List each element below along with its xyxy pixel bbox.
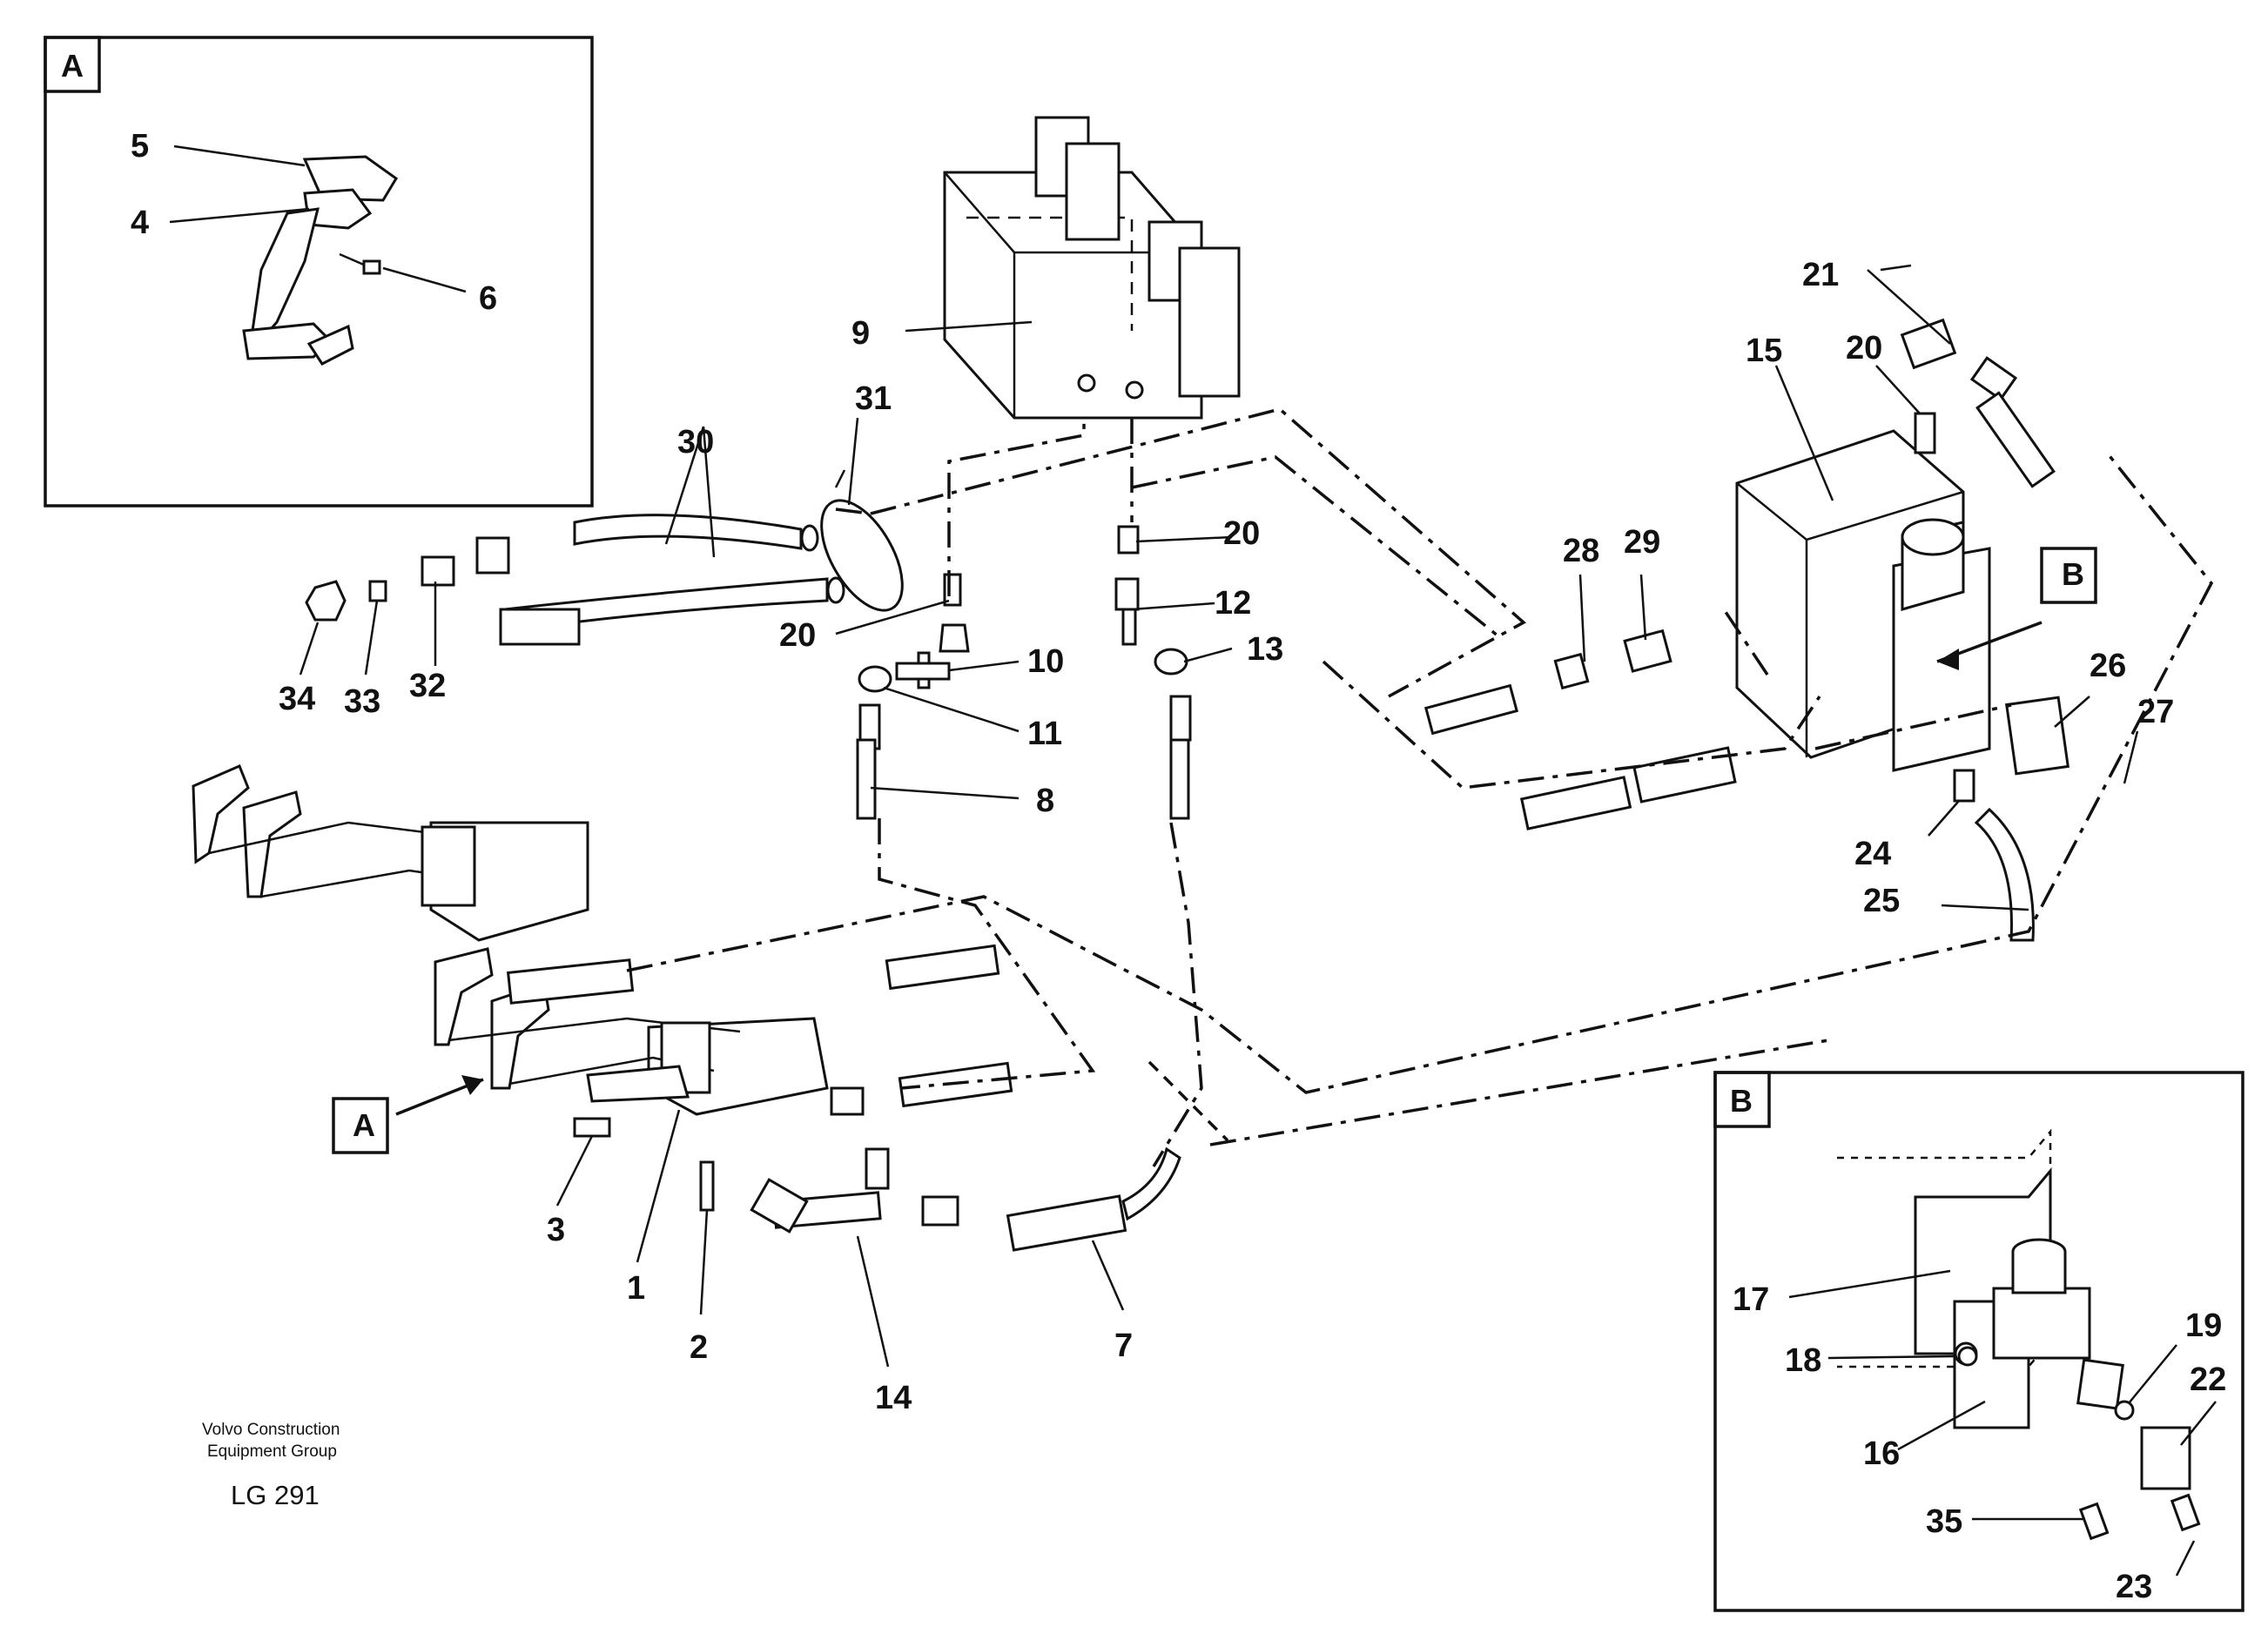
part-label-21: 21 (1802, 257, 1839, 293)
part-label-20-top: 20 (1846, 330, 1882, 366)
part-label-9: 9 (851, 315, 870, 352)
part-label-a-callout: A (353, 1107, 375, 1143)
part-label-17: 17 (1733, 1281, 1769, 1318)
callout-box-b (2040, 547, 2097, 604)
part-label-2: 2 (690, 1329, 708, 1366)
part-labels: 5 4 6 9 21 20 15 31 30 20 28 29 B 12 13 … (131, 128, 2226, 1605)
part-label-18: 18 (1785, 1342, 1821, 1379)
part-label-22: 22 (2190, 1361, 2226, 1398)
detail-a-inset: A (44, 36, 594, 508)
part-label-16: 16 (1863, 1435, 1900, 1472)
part-label-34: 34 (279, 681, 315, 717)
callout-box-a (332, 1097, 389, 1154)
part-label-35: 35 (1926, 1503, 1962, 1540)
detail-a-letter: A (61, 48, 84, 84)
company-line-1: Volvo Construction (202, 1421, 340, 1439)
part-label-28: 28 (1563, 533, 1599, 569)
part-label-14: 14 (875, 1380, 912, 1416)
part-label-20-mid: 20 (1223, 515, 1260, 552)
company-line-2: Equipment Group (207, 1442, 337, 1461)
part-label-12: 12 (1215, 585, 1251, 622)
part-label-20-left: 20 (779, 617, 816, 654)
part-label-b-callout: B (2062, 556, 2084, 592)
part-label-32: 32 (409, 668, 446, 704)
main-assembly (192, 116, 2214, 1368)
part-label-7: 7 (1114, 1328, 1133, 1364)
part-label-4: 4 (131, 205, 149, 241)
drawing-code: LG 291 (231, 1480, 320, 1510)
part-label-31: 31 (855, 380, 892, 417)
part-label-25: 25 (1863, 883, 1900, 919)
part-label-26: 26 (2090, 648, 2126, 684)
part-label-6: 6 (479, 280, 497, 317)
part-label-15: 15 (1746, 333, 1782, 369)
part-label-5: 5 (131, 128, 149, 165)
part-label-29: 29 (1624, 524, 1660, 561)
part-label-13: 13 (1247, 631, 1283, 668)
detail-b-inset: B (1713, 1071, 2244, 1612)
footer: Volvo Construction Equipment Group LG 29… (202, 1421, 340, 1510)
detail-b-letter: B (1730, 1083, 1753, 1119)
part-label-33: 33 (344, 683, 380, 720)
part-label-3: 3 (547, 1212, 565, 1248)
part-label-30: 30 (677, 424, 714, 461)
part-label-11: 11 (1027, 716, 1062, 752)
part-label-1: 1 (627, 1270, 645, 1307)
part-label-8: 8 (1036, 783, 1054, 819)
part-label-19: 19 (2185, 1308, 2222, 1344)
part-label-27: 27 (2137, 694, 2174, 730)
part-label-23: 23 (2116, 1569, 2152, 1605)
part-label-10: 10 (1027, 643, 1064, 680)
part-label-24: 24 (1854, 836, 1891, 872)
